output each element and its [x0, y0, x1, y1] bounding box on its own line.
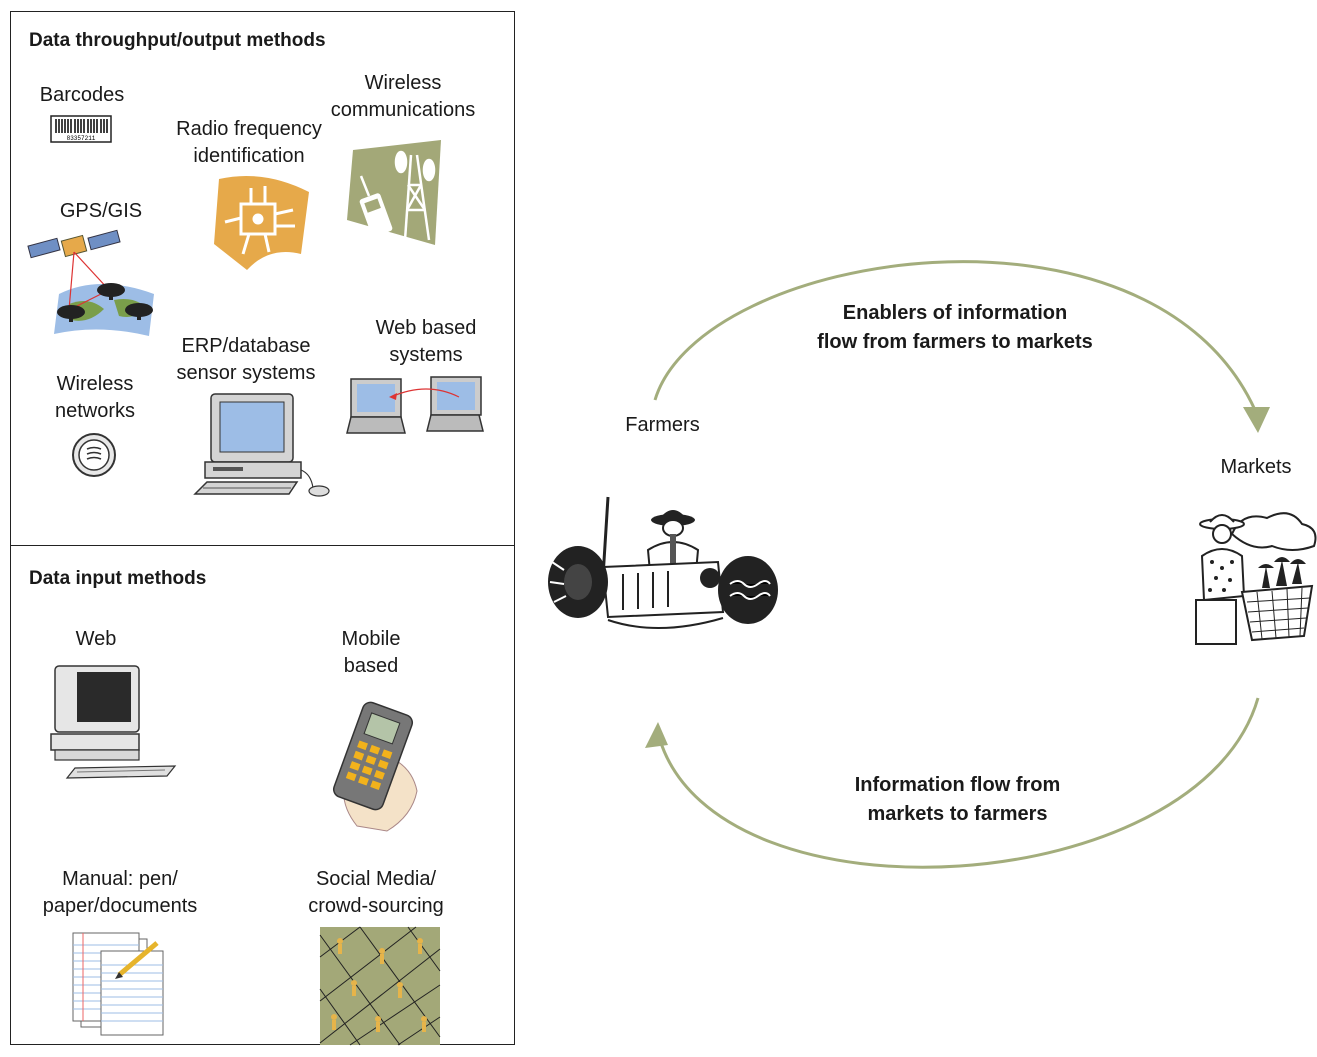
input-panel: Data input methods Web Mobile based Manu… — [10, 545, 515, 1046]
manual-input-label: Manual: pen/ paper/documents — [42, 868, 198, 917]
farmers-label: Farmers — [625, 414, 700, 436]
mobile-input-label: Mobile based — [341, 628, 401, 677]
rfid-label: Radio frequency identification — [176, 118, 322, 167]
crowd-sourcing-icon — [319, 926, 441, 1046]
social-input-label: Social Media/ crowd-sourcing — [308, 868, 444, 917]
barcodes-label: Barcodes — [39, 84, 125, 106]
web-computer-icon — [50, 665, 177, 779]
top-flow-label: Enablers of information flow from farmer… — [817, 302, 1093, 353]
barcode-number: 83357211 — [67, 135, 96, 142]
laptops-network-icon — [346, 376, 484, 434]
input-panel-title: Data input methods — [29, 568, 207, 589]
wireless-network-icon — [72, 433, 116, 477]
wireless-networks-label: Wireless networks — [54, 373, 136, 422]
bottom-flow-label: Information flow from markets to farmers — [854, 774, 1061, 825]
gps-gis-label: GPS/GIS — [59, 200, 143, 222]
desktop-computer-icon — [193, 393, 330, 497]
paper-documents-icon — [72, 932, 164, 1036]
throughput-panel-title: Data throughput/output methods — [29, 30, 326, 51]
wireless-comm-label: Wireless communications — [330, 72, 476, 121]
satellite-globe-icon — [27, 229, 154, 336]
wireless-tower-icon — [347, 140, 441, 245]
top-arrowhead — [1243, 407, 1270, 433]
erp-label: ERP/database sensor systems — [176, 335, 316, 384]
rfid-chip-icon — [214, 175, 309, 270]
barcode-icon: 83357211 — [50, 115, 112, 143]
throughput-panel: Data throughput/output methods Barcodes … — [10, 11, 515, 547]
mobile-phone-icon — [332, 701, 418, 832]
bottom-arrowhead — [645, 722, 668, 748]
farmer-tractor-icon — [548, 496, 778, 630]
markets-label: Markets — [1220, 456, 1292, 478]
web-input-label: Web — [75, 628, 117, 650]
web-systems-label: Web based systems — [375, 317, 477, 366]
market-vendor-icon — [1195, 512, 1317, 645]
